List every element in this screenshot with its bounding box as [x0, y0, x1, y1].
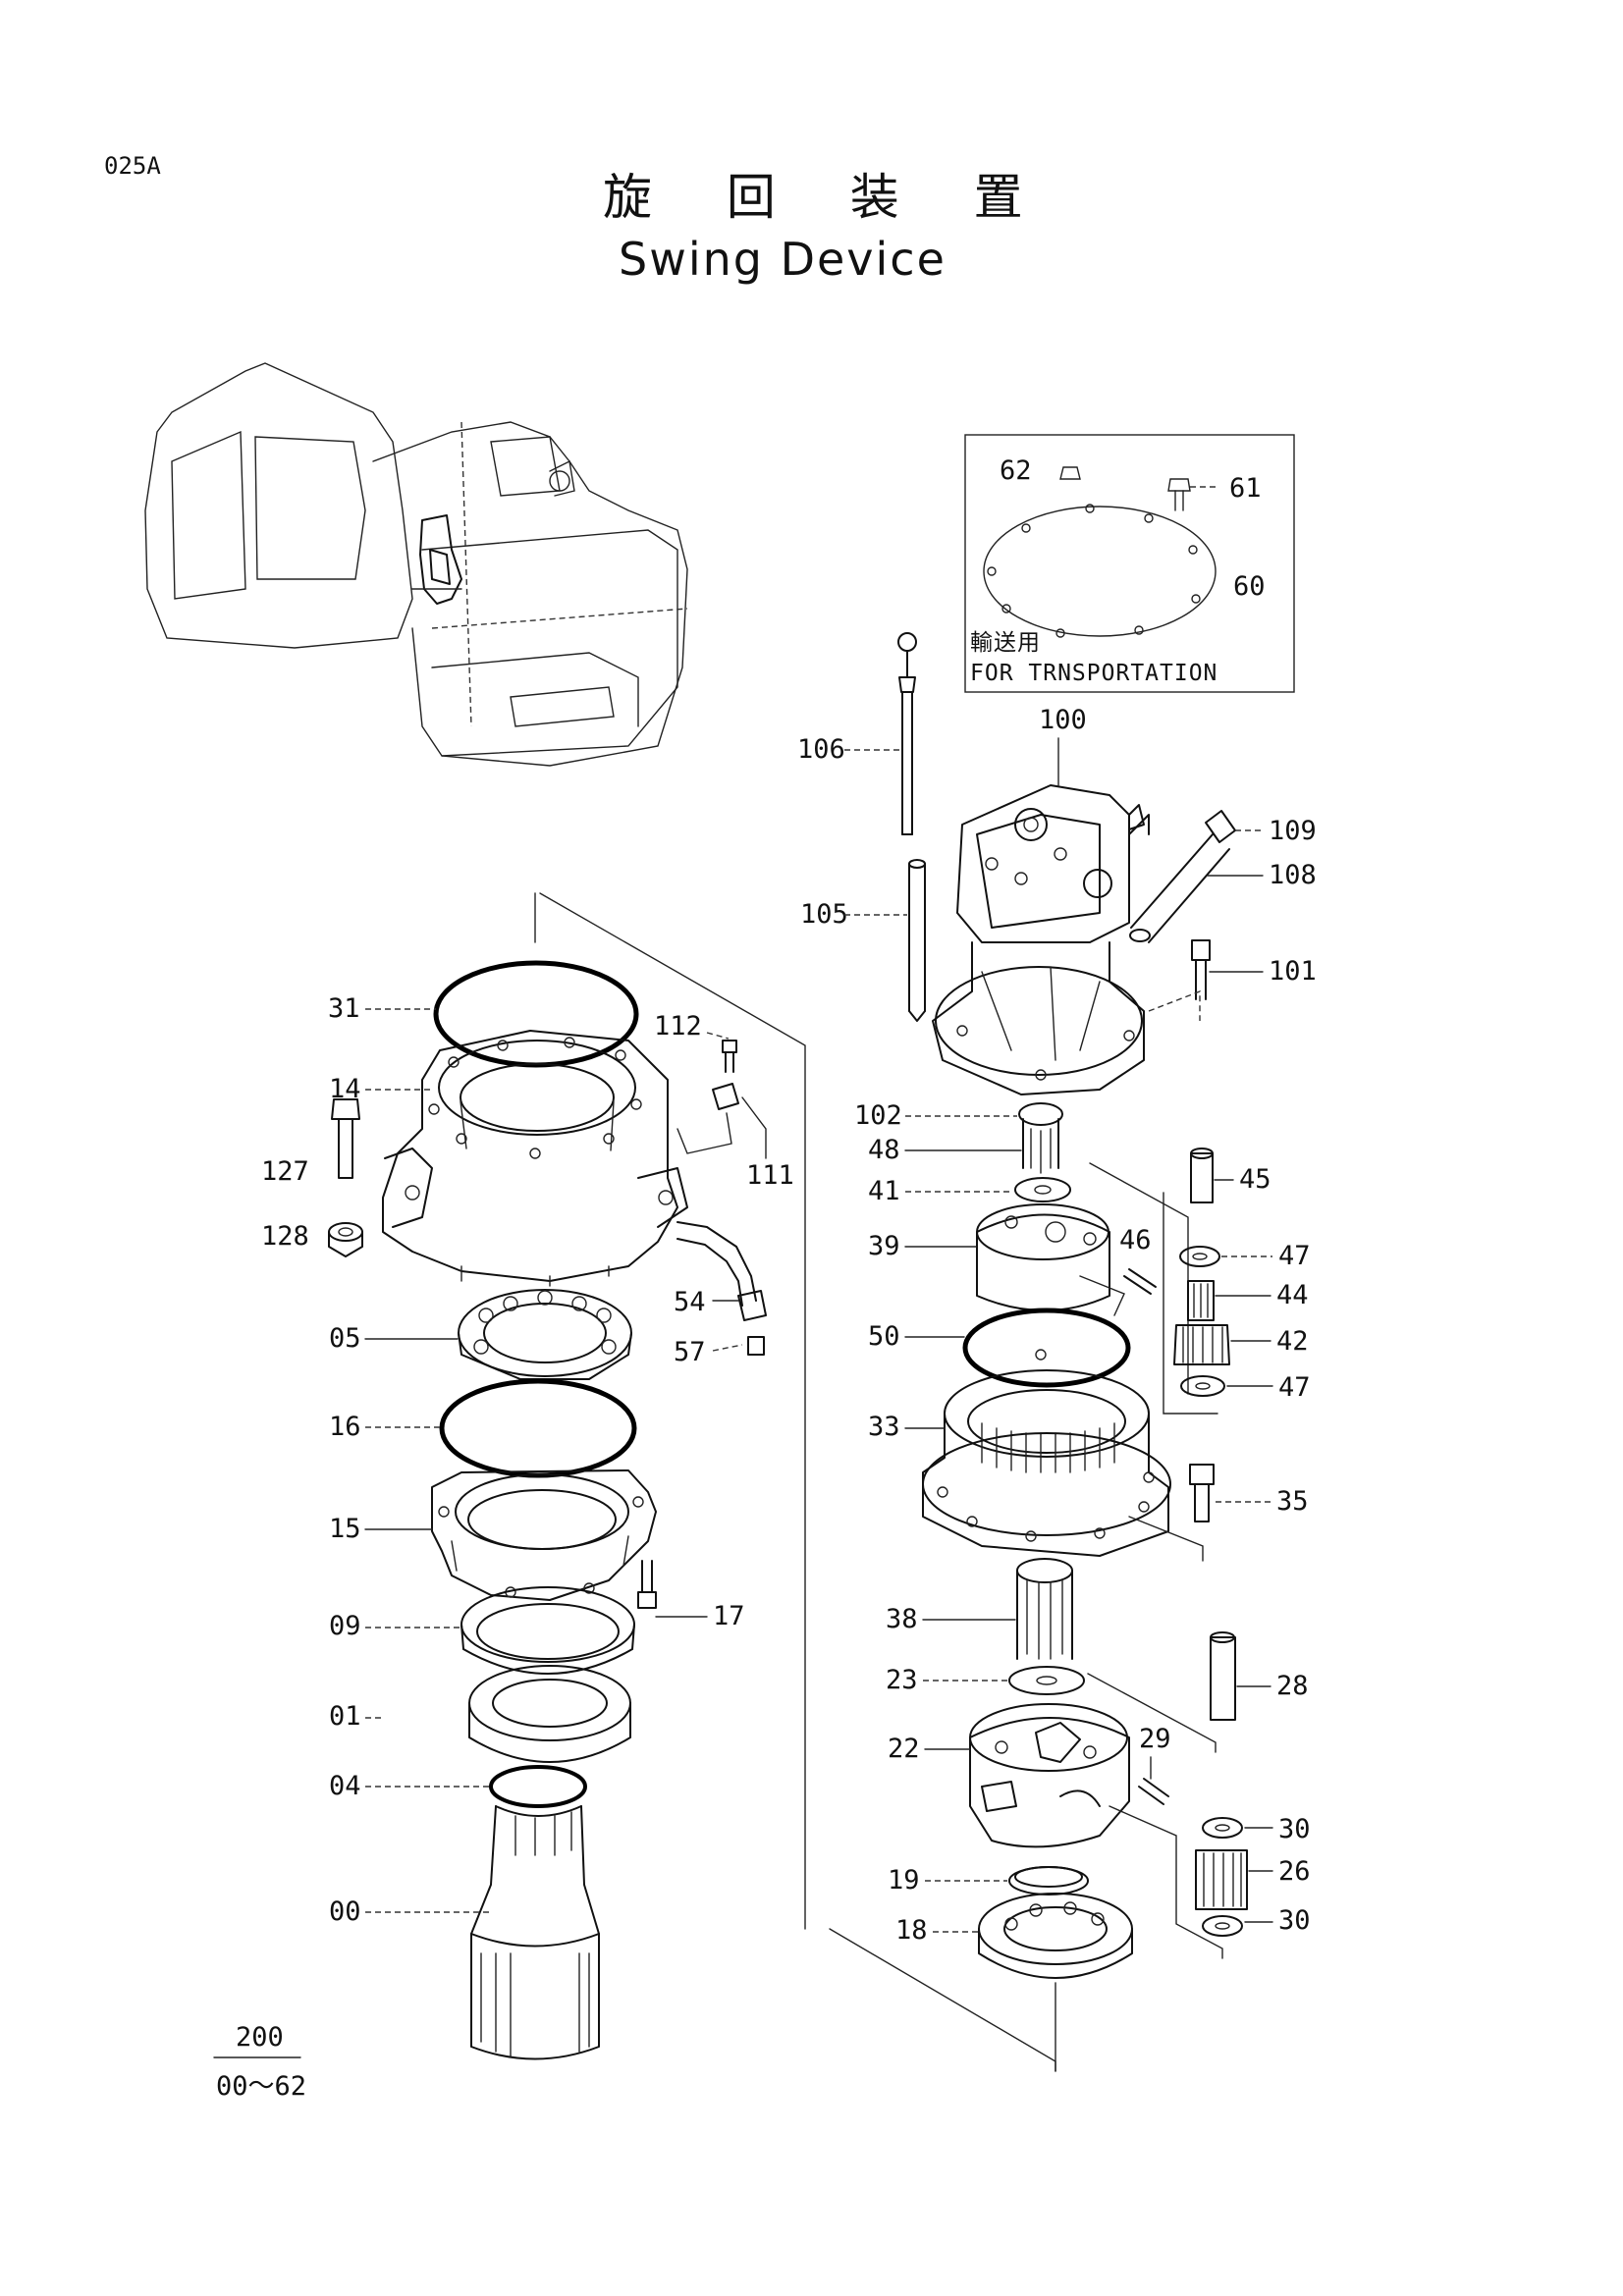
label-46: 46 — [1119, 1225, 1152, 1255]
label-18: 18 — [895, 1915, 928, 1946]
label-62: 62 — [1000, 455, 1032, 486]
label-127: 127 — [261, 1156, 309, 1187]
label-44: 44 — [1276, 1280, 1309, 1310]
group-number: 200 — [236, 2022, 284, 2053]
label-05: 05 — [329, 1323, 361, 1354]
label-48: 48 — [868, 1135, 900, 1165]
label-00: 00 — [329, 1896, 361, 1927]
label-47-upper: 47 — [1278, 1241, 1311, 1271]
label-23: 23 — [886, 1665, 918, 1695]
label-30-lower: 30 — [1278, 1905, 1311, 1936]
label-16: 16 — [329, 1412, 361, 1442]
label-128: 128 — [261, 1221, 309, 1252]
label-28: 28 — [1276, 1671, 1309, 1701]
label-54: 54 — [674, 1287, 706, 1317]
label-100: 100 — [1039, 705, 1087, 735]
swing-motor-assembly: 100 106 105 109 108 101 — [797, 632, 1317, 1095]
label-102: 102 — [854, 1100, 902, 1131]
label-45: 45 — [1239, 1164, 1271, 1195]
title-japanese: 旋 回 装 置 — [603, 169, 1053, 226]
group-range: 00～62 — [216, 2071, 306, 2102]
label-29: 29 — [1139, 1724, 1171, 1754]
label-41: 41 — [868, 1176, 900, 1206]
right-exploded-stack: 102 48 41 39 45 46 47 44 — [829, 1100, 1311, 2072]
label-57: 57 — [674, 1337, 706, 1367]
label-19: 19 — [888, 1865, 920, 1896]
label-09: 09 — [329, 1611, 361, 1641]
inset-note-japanese: 輸送用 — [970, 630, 1041, 656]
label-38: 38 — [886, 1604, 918, 1634]
label-60: 60 — [1233, 571, 1266, 602]
label-61: 61 — [1229, 473, 1262, 504]
label-15: 15 — [329, 1514, 361, 1544]
label-31: 31 — [328, 993, 360, 1024]
page-code: 025A — [104, 152, 161, 180]
label-26: 26 — [1278, 1856, 1311, 1887]
label-42: 42 — [1276, 1326, 1309, 1357]
label-35: 35 — [1276, 1486, 1309, 1517]
label-112: 112 — [654, 1011, 702, 1041]
label-04: 04 — [329, 1771, 361, 1801]
transport-cover-inset: 62 61 60 輸送用 FOR TRNSPORTATION — [964, 434, 1295, 693]
label-50: 50 — [868, 1321, 900, 1352]
label-22: 22 — [888, 1734, 920, 1764]
label-30-upper: 30 — [1278, 1814, 1311, 1844]
label-108: 108 — [1269, 860, 1317, 890]
label-47-lower: 47 — [1278, 1372, 1311, 1403]
label-33: 33 — [868, 1412, 900, 1442]
label-111: 111 — [746, 1160, 794, 1191]
group-reference: 200 00～62 — [213, 2022, 306, 2102]
label-17: 17 — [713, 1601, 745, 1631]
label-109: 109 — [1269, 816, 1317, 846]
title-english: Swing Device — [619, 233, 947, 286]
left-exploded-stack: 31 14 112 111 12 — [261, 892, 806, 2060]
label-106: 106 — [797, 734, 845, 765]
excavator-locator-sketch — [144, 362, 688, 767]
inset-note-english: FOR TRNSPORTATION — [970, 661, 1217, 686]
label-01: 01 — [329, 1701, 361, 1732]
label-105: 105 — [800, 899, 848, 930]
label-39: 39 — [868, 1231, 900, 1261]
label-101: 101 — [1269, 956, 1317, 987]
